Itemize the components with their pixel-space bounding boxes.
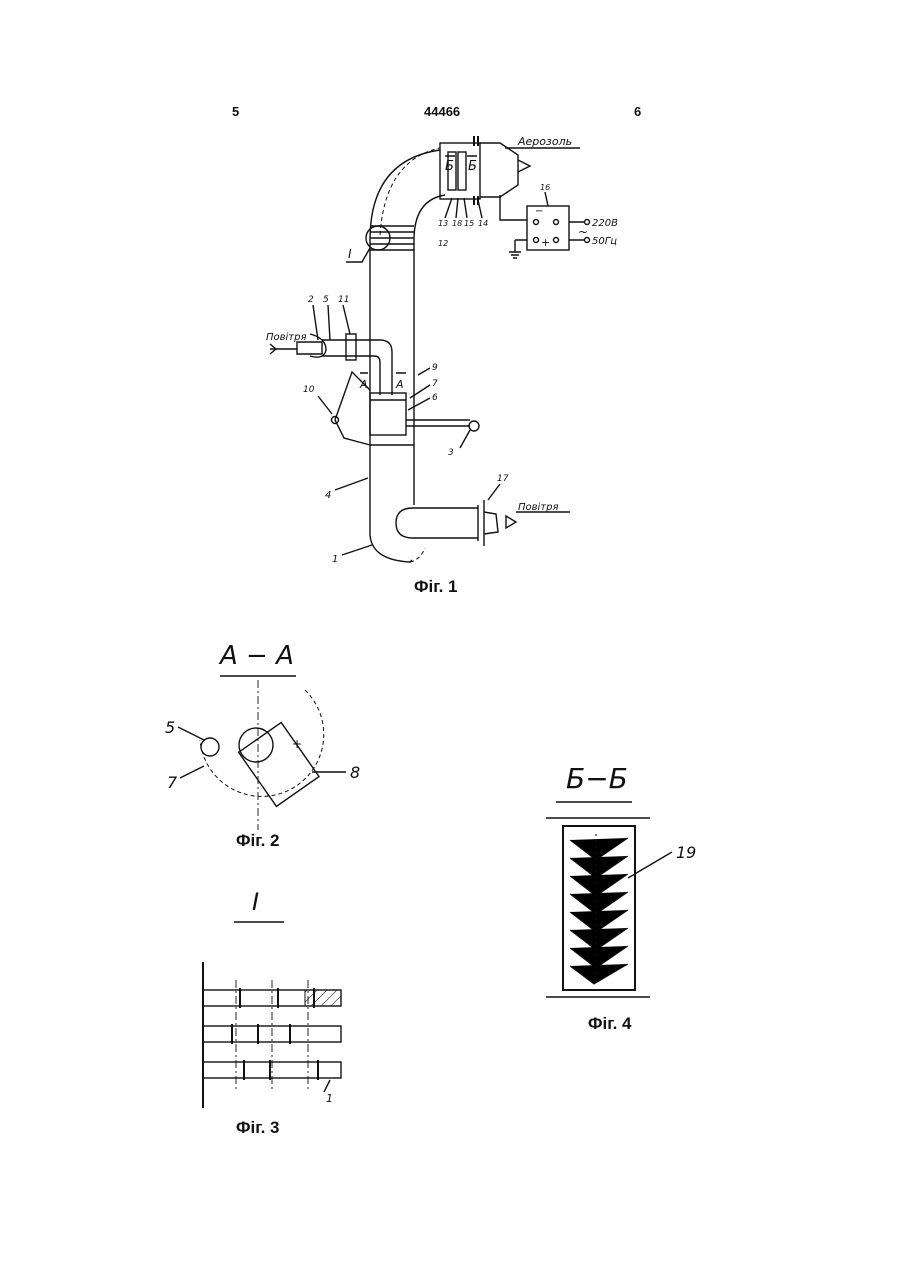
aerosol-outlet-section: Б Б Аерозоль	[440, 135, 580, 205]
figure-3-caption: Фіг. 3	[236, 1118, 280, 1137]
fig2-ref-8: 8	[350, 763, 360, 782]
ref-15: 15	[464, 219, 474, 228]
vertical-column	[370, 148, 445, 562]
ref-18: 18	[452, 219, 462, 228]
figure-2-caption: Фіг. 2	[236, 831, 280, 850]
figure-2: А − А + 5 7 8 Фіг. 2	[165, 641, 360, 850]
ref-16: 16	[540, 183, 550, 192]
fig4-ref-19: 19	[676, 843, 696, 862]
detail-mark-i: І	[348, 247, 352, 261]
figure-1: Б Б Аерозоль 13 18 15 14 12 − + 220В	[266, 135, 618, 596]
ref-3: 3	[448, 448, 454, 458]
ref-11: 11	[338, 295, 349, 305]
fig3-ref-1: 1	[326, 1092, 333, 1105]
chevron-hatch	[570, 834, 628, 984]
svg-text:+: +	[292, 737, 302, 751]
ref-9: 9	[432, 363, 438, 373]
section-b-mark-left: Б	[445, 159, 454, 174]
aerosol-generator-container: 3 А А 9 7 6	[359, 363, 479, 458]
ref-5: 5	[323, 295, 329, 305]
section-b-mark-right: Б	[468, 159, 477, 174]
label-aerosol: Аерозоль	[517, 135, 572, 148]
figure-4-caption: Фіг. 4	[588, 1014, 632, 1033]
ref-17: 17	[497, 474, 509, 484]
air-outlet-tube: Повітря 17	[396, 474, 570, 546]
ref-4: 4	[325, 490, 331, 501]
ref-13: 13	[438, 219, 448, 228]
ref-7: 7	[432, 379, 438, 389]
detail-i-title: І	[252, 888, 259, 916]
ref-14: 14	[478, 219, 488, 228]
figure-4: Б−Б 19 Фіг. 4	[546, 762, 696, 1033]
filter-plates: І	[346, 226, 414, 262]
label-air-outlet: Повітря	[518, 501, 559, 513]
section-a-mark-right: А	[395, 378, 404, 391]
label-voltage: 220В	[592, 218, 618, 229]
ref-12: 12	[438, 239, 448, 248]
section-a-a-title: А − А	[218, 641, 294, 671]
air-inlet-pipe: Повітря 2 5 11	[266, 295, 392, 395]
ref-1: 1	[332, 554, 338, 565]
ref-10: 10	[303, 385, 315, 395]
ref-2: 2	[308, 295, 314, 305]
figure-1-caption: Фіг. 1	[414, 577, 458, 596]
minus-terminal: −	[535, 206, 543, 217]
plus-terminal: +	[541, 236, 550, 249]
ref-6: 6	[432, 393, 438, 403]
figure-3: І 1 Фіг. 3	[203, 888, 341, 1137]
section-b-b-title: Б−Б	[566, 762, 628, 795]
fig2-ref-5: 5	[165, 718, 175, 737]
power-supply-block: − + 220В ~ 50Гц 16	[500, 183, 618, 258]
label-air-inlet: Повітря	[266, 331, 307, 343]
fig2-ref-7: 7	[167, 773, 178, 792]
label-frequency: 50Гц	[592, 236, 617, 247]
label-ac-tilde: ~	[578, 225, 588, 239]
